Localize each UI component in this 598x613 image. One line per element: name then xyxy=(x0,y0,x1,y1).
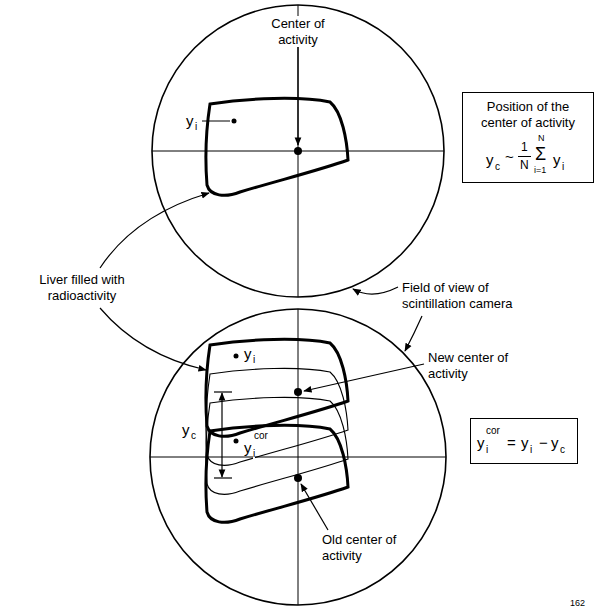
formula: yc~1NNΣi=1yi xyxy=(486,134,570,176)
center-dot xyxy=(294,388,302,396)
liver-outline xyxy=(206,368,348,465)
formula-term: i xyxy=(562,162,564,172)
callout-label: New center of activity xyxy=(428,350,512,381)
center-dot xyxy=(294,474,302,482)
callout-label: Field of view of scintillation camera xyxy=(402,280,542,311)
point-dot xyxy=(234,354,239,359)
formula-term: = xyxy=(507,435,516,450)
axis xyxy=(298,309,299,605)
camera-field xyxy=(150,309,446,605)
formula-term: y xyxy=(486,152,494,167)
formula-box: yicor=yi−yc xyxy=(470,418,578,464)
formula-term: y xyxy=(551,435,559,450)
subscript: i xyxy=(253,449,255,459)
leader-arrow xyxy=(405,316,422,351)
leader-line xyxy=(202,121,230,122)
formula-term: 1 xyxy=(521,141,528,153)
symbol: y xyxy=(244,346,252,361)
formula-term: ~ xyxy=(505,149,514,164)
leader-arrow xyxy=(301,484,328,530)
dimension-tick xyxy=(214,477,232,478)
dimension-tick xyxy=(214,391,232,392)
subscript: i xyxy=(195,122,197,132)
formula-term: cor xyxy=(486,426,500,436)
subscript: i xyxy=(253,355,255,365)
figure-number: 162 xyxy=(570,598,585,609)
liver-outline xyxy=(206,425,348,522)
formula-term: i xyxy=(486,445,488,455)
formula-term: i xyxy=(530,445,532,455)
formula-term: y xyxy=(477,435,485,450)
symbol: y xyxy=(244,440,252,455)
callout-label: Old center of activity xyxy=(322,532,406,563)
leader-arrow xyxy=(100,193,209,268)
box-heading: Position of the center of activity xyxy=(469,99,587,130)
leader-arrow xyxy=(100,308,206,370)
leader-arrow xyxy=(304,364,424,391)
formula-term: − xyxy=(539,435,548,450)
point-dot xyxy=(234,439,239,444)
callout-label: Center of activity xyxy=(262,16,334,47)
dimension-line xyxy=(221,393,222,477)
formula-term: i=1 xyxy=(534,166,546,175)
liver-outline xyxy=(206,98,348,195)
formula-term: Σ xyxy=(535,145,546,163)
leader-arrow xyxy=(297,46,298,145)
leader-arrow xyxy=(353,287,398,294)
center-dot xyxy=(294,147,302,155)
formula-term: c xyxy=(560,445,565,455)
formula-box: Position of the center of activityyc~1NN… xyxy=(462,92,594,183)
superscript: cor xyxy=(254,431,268,441)
formula-term: c xyxy=(495,162,500,172)
symbol: y xyxy=(182,422,190,437)
formula-term: N xyxy=(520,159,529,171)
formula-term: y xyxy=(553,152,561,167)
formula: yicor=yi−yc xyxy=(477,425,571,457)
fraction-bar xyxy=(518,156,531,157)
point-dot xyxy=(232,119,237,124)
liver-outline xyxy=(206,339,348,436)
callout-label: Liver filled with radioactivity xyxy=(22,272,142,303)
formula-term: y xyxy=(521,435,529,450)
symbol: y xyxy=(186,113,194,128)
liver-outline xyxy=(206,397,348,494)
subscript: c xyxy=(191,431,196,441)
formula-term: N xyxy=(538,134,545,143)
camera-field xyxy=(152,5,444,297)
